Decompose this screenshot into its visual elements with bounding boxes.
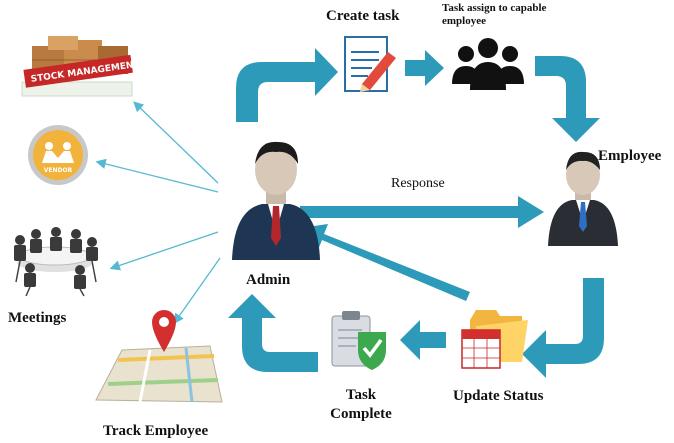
meetings-icon [14, 227, 98, 297]
arrow-assign-to-employee [535, 56, 600, 142]
arrow-admin-to-track [173, 257, 221, 325]
arrow-admin-to-create-task [236, 48, 338, 122]
employee-label: Employee [598, 148, 662, 164]
track-employee-label: Track Employee [103, 423, 209, 439]
document-pen-icon [344, 36, 396, 92]
stock-management-icon: STOCK MANAGEMENT [21, 36, 141, 97]
vendor-icon: VENDOR [28, 125, 88, 185]
people-group-icon [452, 38, 524, 90]
employee-icon [548, 151, 618, 246]
meetings-label: Meetings [8, 310, 67, 326]
task-assign-label: Task assign to capable employee [442, 2, 547, 27]
svg-text:VENDOR: VENDOR [44, 167, 73, 174]
arrow-admin-to-vendor [95, 158, 219, 193]
arrow-update-to-admin [300, 224, 470, 301]
arrow-employee-to-update [522, 278, 604, 378]
admin-icon [232, 141, 320, 260]
flow-arrows [228, 48, 604, 378]
task-complete-label: Task Complete [330, 387, 392, 422]
arrow-admin-to-stock [133, 101, 219, 184]
map-pin-icon [95, 310, 223, 403]
arrow-admin-to-meetings [109, 231, 219, 271]
thin-arrows [95, 101, 221, 325]
arrow-admin-to-employee [300, 196, 544, 228]
update-status-label: Update Status [453, 388, 544, 404]
arrow-create-to-assign [405, 50, 444, 86]
calendar-folder-icon [461, 310, 528, 369]
create-task-label: Create task [326, 8, 400, 24]
admin-label: Admin [246, 272, 291, 288]
clipboard-check-icon [331, 311, 386, 370]
response-label: Response [391, 176, 445, 191]
arrow-complete-to-admin [228, 294, 318, 372]
arrow-update-to-complete [400, 320, 446, 360]
